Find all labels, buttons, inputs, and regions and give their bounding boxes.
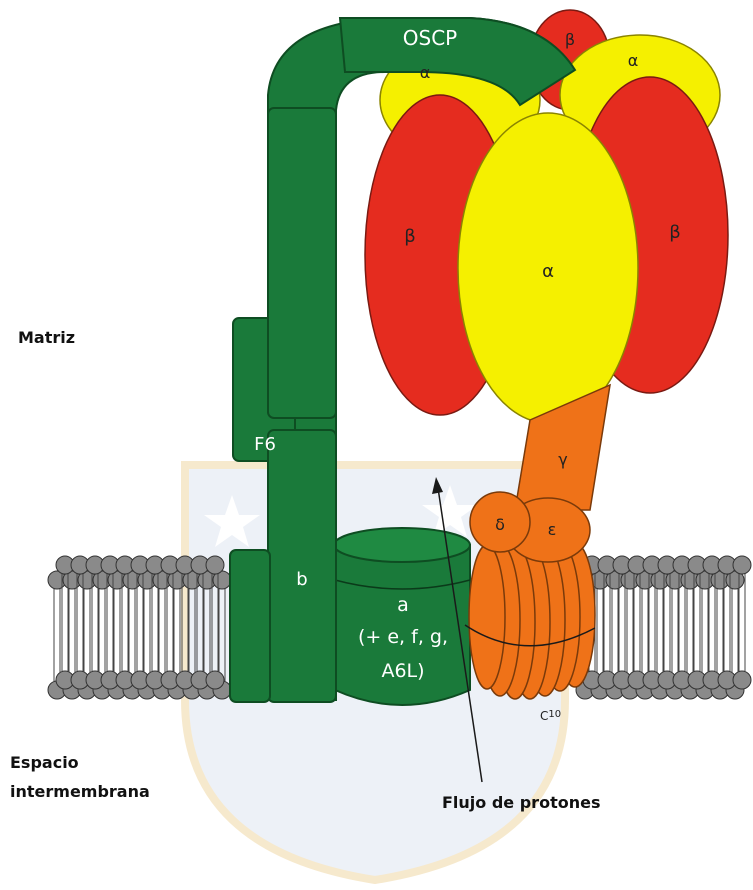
- stalk-inner-segment: [268, 108, 336, 418]
- flujo-label: Flujo de protones: [442, 793, 600, 812]
- a-label-line1: a: [397, 594, 409, 616]
- delta-label: δ: [495, 515, 505, 534]
- b-membrane-block: [230, 550, 270, 702]
- beta-right-label: β: [669, 222, 681, 243]
- a-label-line2: (+ e, f, g,: [358, 626, 448, 648]
- gamma-label: γ: [558, 450, 567, 469]
- alpha-right-top-label: α: [628, 51, 639, 70]
- b-label: b: [296, 569, 307, 590]
- beta-left-label: β: [404, 226, 416, 247]
- c10-ring: [465, 543, 595, 699]
- oscp-label: OSCP: [403, 26, 457, 50]
- b-subunit: [268, 430, 336, 702]
- matriz-label: Matriz: [18, 328, 75, 347]
- epsilon-label: ε: [548, 520, 557, 539]
- a-label-line3: A6L): [381, 660, 424, 682]
- espacio-label-line1: Espacio: [10, 753, 79, 772]
- alpha-left-top-label: α: [420, 63, 431, 82]
- f6-label: F6: [254, 434, 276, 455]
- beta-top-label: β: [565, 30, 575, 49]
- espacio-label-line2: intermembrana: [10, 782, 150, 801]
- alpha-center-label: α: [542, 261, 554, 282]
